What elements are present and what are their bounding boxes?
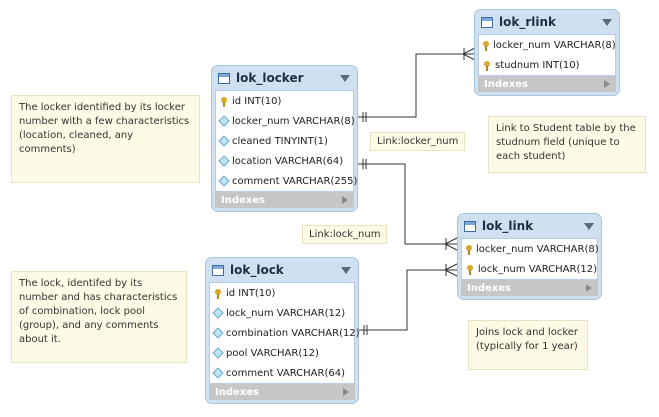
column-row[interactable]: locker_num VARCHAR(8) — [462, 239, 599, 259]
column-row[interactable]: id INT(10) — [210, 283, 354, 303]
many-marker — [444, 236, 460, 245]
expand-arrow-icon[interactable] — [604, 80, 610, 88]
many-marker — [444, 269, 460, 278]
column-row[interactable]: locker_num VARCHAR(8) — [216, 111, 355, 131]
key-icon — [220, 96, 228, 107]
note-lock: The lock, identifed by its number and ha… — [11, 271, 187, 363]
column-label: id INT(10) — [226, 287, 276, 299]
table-header[interactable]: lok_link — [461, 214, 598, 238]
column-label: studnum INT(10) — [495, 59, 580, 71]
many-marker — [462, 46, 478, 55]
column-icon — [212, 367, 224, 379]
column-icon — [218, 115, 230, 127]
indexes-bar[interactable]: Indexes — [209, 384, 355, 400]
indexes-bar[interactable]: Indexes — [478, 76, 616, 92]
column-row[interactable]: studnum INT(10) — [479, 55, 615, 75]
column-row[interactable]: combination VARCHAR(12) — [210, 323, 360, 343]
table-name: lok_rlink — [499, 15, 557, 29]
table-name: lok_lock — [230, 263, 284, 277]
column-label: lock_num VARCHAR(12) — [226, 307, 346, 319]
column-label: cleaned TINYINT(1) — [232, 135, 328, 147]
column-icon — [218, 175, 230, 187]
expand-arrow-icon[interactable] — [342, 196, 348, 204]
column-row[interactable]: id INT(10) — [216, 91, 353, 111]
column-row[interactable]: lock_num VARCHAR(12) — [462, 259, 597, 279]
column-row[interactable]: locker_num VARCHAR(8) — [479, 35, 616, 55]
indexes-label: Indexes — [221, 194, 265, 206]
table-lok-rlink[interactable]: lok_rlink locker_num VARCHAR(8) studnum … — [475, 10, 619, 95]
expand-arrow-icon[interactable] — [343, 388, 349, 396]
key-icon — [214, 288, 222, 299]
key-icon — [466, 264, 474, 275]
column-icon — [218, 135, 230, 147]
column-label: locker_num VARCHAR(8) — [232, 115, 355, 127]
table-icon — [212, 264, 224, 276]
collapse-triangle-icon[interactable] — [341, 266, 351, 274]
label-link-lock-num: Link:lock_num — [302, 225, 388, 244]
column-label: location VARCHAR(64) — [232, 155, 344, 167]
expand-arrow-icon[interactable] — [586, 284, 592, 292]
table-icon — [464, 220, 476, 232]
column-row[interactable]: comment VARCHAR(255) — [216, 171, 357, 191]
column-label: comment VARCHAR(64) — [226, 367, 345, 379]
collapse-triangle-icon[interactable] — [584, 222, 594, 230]
key-icon — [483, 40, 489, 51]
column-row[interactable]: pool VARCHAR(12) — [210, 343, 354, 363]
column-icon — [212, 347, 224, 359]
indexes-label: Indexes — [484, 78, 528, 90]
column-row[interactable]: comment VARCHAR(64) — [210, 363, 354, 383]
note-link: Joins lock and locker (typically for 1 y… — [468, 320, 588, 370]
connector-locker-link — [357, 163, 459, 245]
table-icon — [218, 72, 230, 84]
indexes-bar[interactable]: Indexes — [215, 192, 354, 208]
column-list: id INT(10) locker_num VARCHAR(8) cleaned… — [215, 90, 357, 192]
table-header[interactable]: lok_locker — [215, 66, 354, 90]
column-list: locker_num VARCHAR(8) lock_num VARCHAR(1… — [461, 238, 599, 280]
column-list: id INT(10) lock_num VARCHAR(12) combinat… — [209, 282, 360, 384]
column-icon — [218, 155, 230, 167]
column-row[interactable]: location VARCHAR(64) — [216, 151, 353, 171]
table-lok-locker[interactable]: lok_locker id INT(10) locker_num VARCHAR… — [212, 66, 357, 211]
column-label: locker_num VARCHAR(8) — [493, 39, 616, 51]
key-icon — [466, 244, 472, 255]
column-label: id INT(10) — [232, 95, 282, 107]
connector-locker-rlink — [357, 53, 477, 118]
column-icon — [212, 327, 224, 339]
many-marker — [444, 243, 460, 252]
column-list: locker_num VARCHAR(8) studnum INT(10) — [478, 34, 616, 76]
column-label: comment VARCHAR(255) — [232, 175, 358, 187]
connector-lock-link — [358, 269, 459, 331]
indexes-label: Indexes — [467, 282, 511, 294]
collapse-triangle-icon[interactable] — [340, 74, 350, 82]
label-link-locker-num: Link:locker_num — [370, 132, 466, 151]
column-label: pool VARCHAR(12) — [226, 347, 319, 359]
column-label: lock_num VARCHAR(12) — [477, 263, 597, 275]
table-lok-link[interactable]: lok_link locker_num VARCHAR(8) lock_num … — [458, 214, 601, 299]
table-header[interactable]: lok_lock — [209, 258, 355, 282]
indexes-bar[interactable]: Indexes — [461, 280, 598, 296]
many-marker — [444, 262, 460, 271]
note-locker: The locker identified by its locker numb… — [11, 95, 200, 183]
table-header[interactable]: lok_rlink — [478, 10, 616, 34]
column-label: locker_num VARCHAR(8) — [476, 243, 599, 255]
indexes-label: Indexes — [215, 386, 259, 398]
table-lok-lock[interactable]: lok_lock id INT(10) lock_num VARCHAR(12)… — [206, 258, 360, 403]
key-icon — [483, 60, 491, 71]
column-label: combination VARCHAR(12) — [226, 327, 360, 339]
column-row[interactable]: cleaned TINYINT(1) — [216, 131, 353, 151]
column-row[interactable]: lock_num VARCHAR(12) — [210, 303, 354, 323]
table-name: lok_locker — [236, 71, 304, 85]
many-marker — [462, 53, 478, 62]
column-icon — [212, 307, 224, 319]
table-name: lok_link — [482, 219, 534, 233]
table-icon — [481, 16, 493, 28]
collapse-triangle-icon[interactable] — [602, 18, 612, 26]
note-rlink: Link to Student table by the studnum fie… — [488, 116, 646, 173]
